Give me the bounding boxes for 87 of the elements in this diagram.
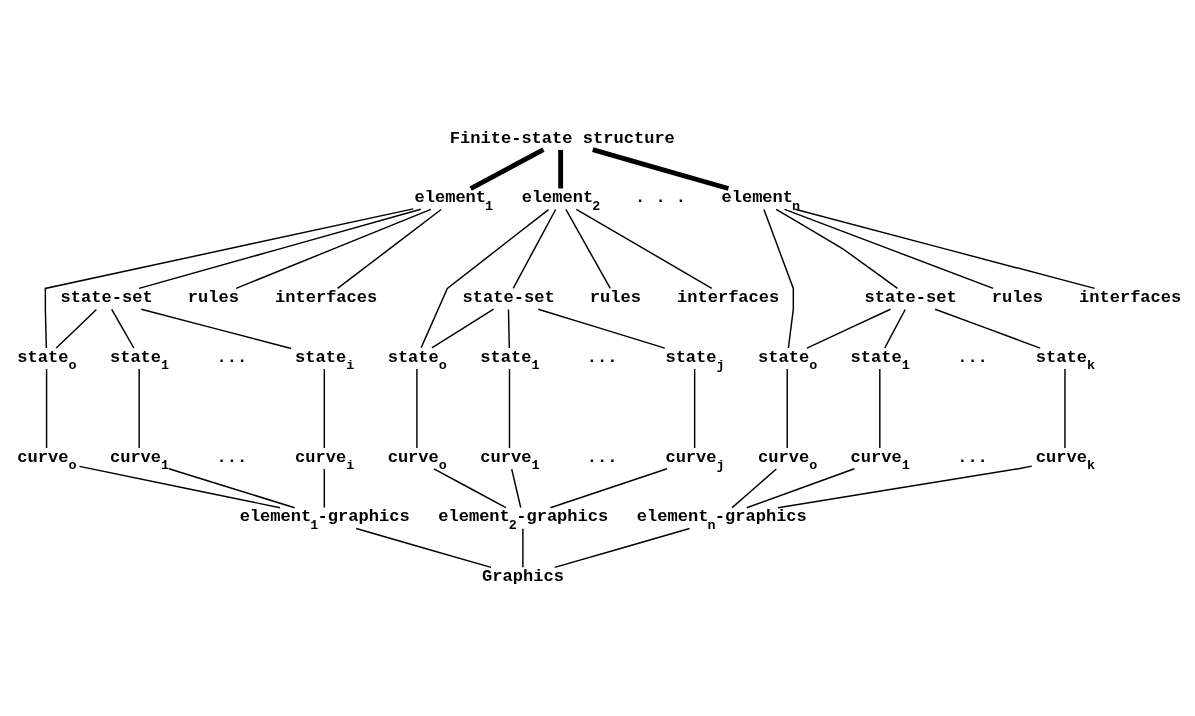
connector — [110, 308, 135, 349]
node-text: interfaces — [274, 287, 378, 307]
label: . . . — [634, 187, 687, 207]
connector — [138, 208, 422, 289]
connector — [934, 308, 1041, 349]
node-text: curve$_{1}$ — [480, 447, 540, 473]
connector — [575, 208, 713, 289]
connector — [433, 467, 507, 508]
connector — [522, 527, 524, 568]
node-text: curve$_{o}$ — [17, 447, 77, 473]
label: ... — [586, 447, 618, 467]
node-text: curve$_{j}$ — [665, 447, 725, 473]
node-text: interfaces — [1078, 287, 1182, 307]
connector — [355, 527, 492, 568]
connector — [777, 464, 1033, 508]
connector — [431, 308, 495, 349]
connector — [558, 149, 564, 188]
connector — [507, 308, 511, 349]
node-text: state$_{1}$ — [480, 347, 540, 373]
connector — [416, 367, 418, 449]
node-text: curve$_{i}$ — [295, 447, 355, 473]
connector — [78, 465, 281, 508]
connector — [554, 527, 691, 568]
connector — [537, 308, 666, 349]
node-text: state-set — [864, 287, 957, 307]
node-text: curve$_{1}$ — [850, 447, 910, 473]
node-text: rules — [187, 287, 240, 307]
connector — [235, 208, 432, 289]
connector — [45, 367, 48, 449]
node-text: state$_{1}$ — [850, 347, 910, 373]
connector — [693, 367, 696, 449]
node-text: Graphics — [482, 566, 564, 586]
node-text: element$_{2}$-graphics — [438, 506, 609, 533]
node-text: Finite-state structure — [449, 128, 675, 148]
node-text: state$_{o}$ — [758, 347, 818, 373]
connector — [420, 208, 550, 348]
connector — [746, 467, 856, 508]
node-text: state-set — [60, 287, 153, 307]
connector — [168, 467, 296, 508]
connector — [469, 147, 545, 191]
node-text: state$_{o}$ — [17, 347, 77, 373]
connector — [55, 308, 98, 349]
connector — [512, 208, 557, 289]
node-text: state$_{o}$ — [387, 347, 447, 373]
node-text: state$_{k}$ — [1035, 347, 1095, 373]
connector — [336, 208, 442, 289]
label: ... — [586, 347, 618, 367]
connector — [510, 467, 522, 508]
node-text: element$_{2}$ — [521, 187, 601, 214]
node-text: element$_{n}$ — [721, 187, 801, 214]
connector — [508, 367, 511, 449]
label: ... — [216, 447, 248, 467]
node-text: curve$_{k}$ — [1035, 447, 1095, 473]
connector — [786, 367, 788, 449]
node-text: element$_{1}$ — [414, 187, 494, 214]
connector — [794, 208, 1096, 289]
connector — [138, 367, 140, 449]
connector — [763, 208, 795, 349]
node-text: interfaces — [676, 287, 780, 307]
node-text: curve$_{1}$ — [109, 447, 170, 473]
node-text: rules — [991, 287, 1044, 307]
node-text: state-set — [462, 287, 555, 307]
connector — [884, 308, 906, 349]
connector — [323, 467, 326, 508]
label: ... — [957, 447, 988, 467]
node-text: element$_{n}$-graphics — [636, 506, 807, 533]
node-text: curve$_{o}$ — [758, 447, 818, 473]
connector — [731, 467, 778, 508]
node-text: state$_{1}$ — [109, 347, 170, 373]
node-text: state$_{j}$ — [665, 347, 725, 373]
connector — [44, 207, 414, 349]
label: ... — [957, 347, 988, 367]
connector — [1064, 367, 1066, 449]
node-text: rules — [589, 287, 642, 307]
connector — [879, 367, 881, 449]
connector — [783, 208, 994, 289]
node-text: element$_{1}$-graphics — [239, 506, 410, 533]
node-text: curve$_{o}$ — [387, 447, 447, 473]
connector — [549, 467, 668, 508]
connector — [775, 208, 899, 289]
connector — [140, 308, 292, 349]
connector — [592, 146, 730, 191]
connector — [806, 308, 892, 349]
node-text: state$_{i}$ — [295, 347, 355, 373]
connector — [565, 208, 612, 289]
connector — [323, 367, 326, 449]
label: ... — [216, 347, 248, 367]
